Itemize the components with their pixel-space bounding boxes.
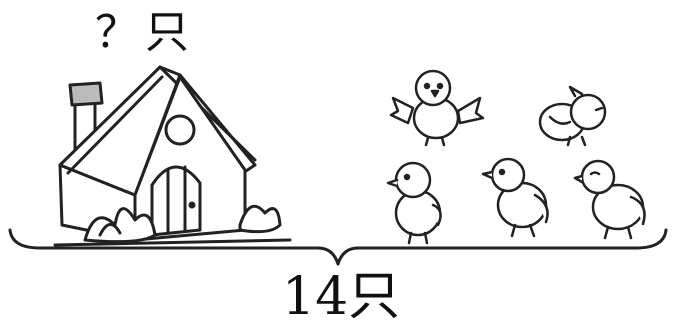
chick-icon [481, 157, 549, 238]
chick-icon [538, 85, 607, 147]
chick-icon [389, 69, 485, 147]
chick-icon [573, 159, 646, 240]
total-count-label: 14只 [282, 267, 401, 327]
house-icon [53, 65, 292, 247]
hidden-count-label: ？只 [95, 7, 195, 58]
chick-icon [386, 161, 442, 245]
brace [8, 228, 668, 266]
